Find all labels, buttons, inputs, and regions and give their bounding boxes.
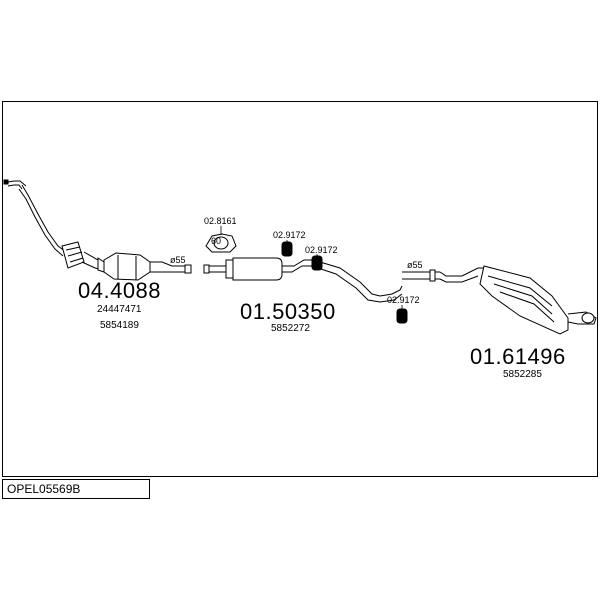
diagram-frame	[2, 101, 598, 477]
oem-number-front-1: 24447471	[97, 304, 142, 315]
accessory-label-clamp: 02.8161	[204, 216, 237, 226]
diameter-label-1: ø55	[170, 255, 186, 265]
mid-joint	[402, 267, 486, 283]
oem-number-rear: 5852285	[503, 369, 542, 380]
diagram-code: OPEL05569B	[7, 482, 81, 496]
center-silencer	[209, 257, 403, 303]
rubber-mount-icons	[281, 241, 408, 324]
rear-silencer	[479, 265, 597, 335]
oem-number-center: 5852272	[271, 323, 310, 334]
part-number-center: 01.50350	[240, 299, 336, 324]
accessory-label-mount-3: 02.9172	[387, 295, 420, 305]
clamp-icon	[205, 233, 237, 253]
flange-joint	[184, 264, 210, 274]
diagram-code-box: OPEL05569B	[2, 479, 150, 499]
clamp-size-label: 60	[211, 236, 222, 246]
front-pipe-catalyst	[3, 179, 185, 281]
part-number-front: 04.4088	[78, 278, 162, 303]
oem-number-front-2: 5854189	[100, 320, 139, 331]
accessory-label-mount-1: 02.9172	[273, 230, 306, 240]
part-number-rear: 01.61496	[470, 344, 566, 369]
diameter-label-2: ø55	[407, 260, 423, 270]
accessory-label-mount-2: 02.9172	[305, 245, 338, 255]
